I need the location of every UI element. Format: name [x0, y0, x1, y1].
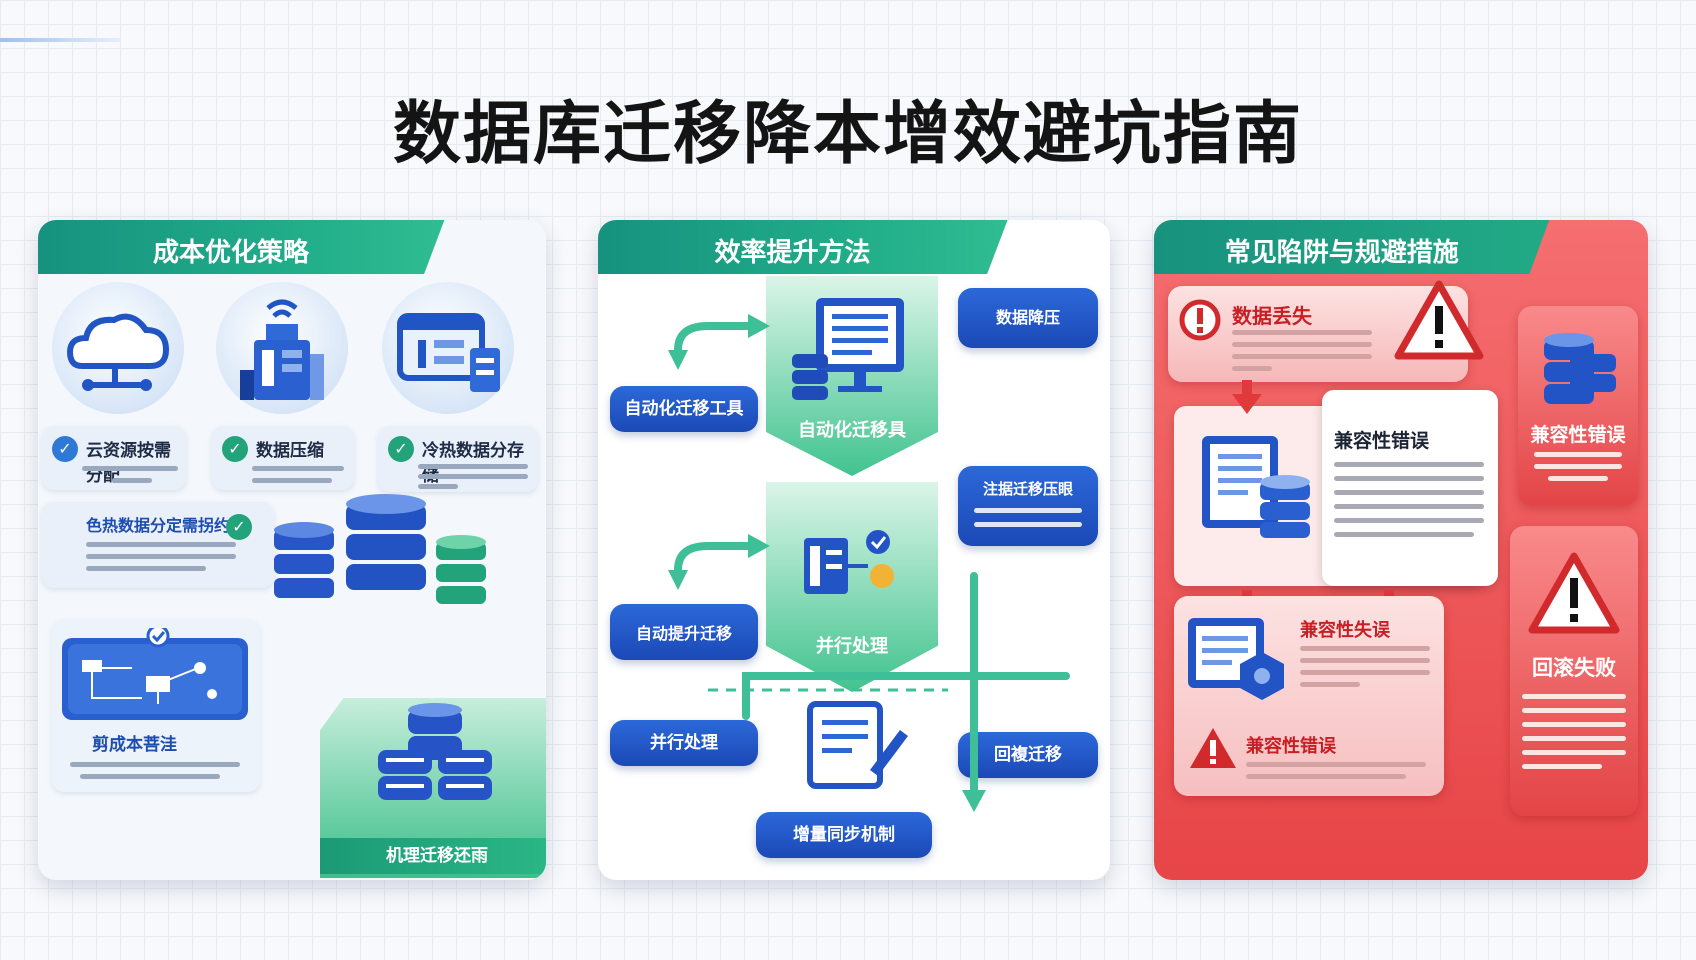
pitfalls-header-ribbon [1154, 220, 1550, 274]
warning-triangle-icon [1528, 552, 1620, 634]
pitfalls-header: 常见陷阱与规避措施 [1224, 238, 1459, 268]
page-title: 数据库迁移降本增效避坑指南 [392, 95, 1303, 174]
pitfalls-panel: 常见陷阱与规避措施 数据丢失 兼容性错误 [1154, 220, 1648, 880]
chevron-parallel [766, 482, 938, 692]
efficiency-panel: 效率提升方法 自动化迁移具 并行处理 自动化迁移工具 自动提升迁移 并行处理 数… [598, 220, 1110, 880]
auto-migration-pill: 自动提升迁移 [610, 604, 758, 660]
compat-fail-title: 兼容性失误 [1300, 620, 1390, 641]
cost-estimate-title: 剪成本菩洼 [92, 735, 177, 755]
cloud-icon [52, 282, 184, 414]
cloud-resource-card: ✓ 云资源按需分配 [42, 426, 186, 490]
parallel-processing-icon [804, 530, 894, 594]
rollback-fail-title: 回滚失败 [1532, 656, 1616, 680]
rollback-migration-pill: 回複迁移 [958, 732, 1098, 778]
check-icon: ✓ [388, 436, 414, 462]
chevron-automation-label: 自动化迁移具 [798, 420, 906, 441]
warning-triangle-icon [1394, 280, 1484, 360]
data-compression-label: 数据压缩 [256, 441, 324, 461]
check-icon: ✓ [52, 436, 78, 462]
compat-detail-card: 兼容性错误 [1322, 390, 1498, 586]
automation-tool-pill: 自动化迁移工具 [610, 386, 758, 432]
warning-small-icon [1190, 728, 1236, 768]
rollback-fail-tile: 回滚失败 [1510, 526, 1638, 816]
data-migration-pill: 注据迁移压眼 [958, 466, 1098, 546]
database-icon [1544, 333, 1616, 404]
efficiency-header: 效率提升方法 [714, 238, 871, 268]
hot-cold-strategy-title: 色热数据分定需拐约 [86, 516, 231, 535]
efficiency-header-ribbon [598, 220, 1008, 274]
cloud-resource-label: 云资源按需分配 [86, 441, 171, 486]
flow-arrows [668, 314, 1070, 812]
cost-optimization-panel: 成本优化策略 [38, 220, 546, 880]
document-icon [382, 282, 514, 414]
check-icon: ✓ [222, 436, 248, 462]
cold-hot-storage-card: ✓ 冷热数据分存储 [378, 426, 538, 492]
compat-detail-title: 兼容性错误 [1334, 430, 1430, 452]
pitfall-arrows [1232, 380, 1404, 620]
incremental-sync-pill: 增量同步机制 [756, 812, 932, 858]
server-icon [216, 282, 348, 414]
cost-header: 成本优化策略 [153, 238, 310, 268]
exclamation-circle-icon [1179, 299, 1221, 341]
cost-estimate-card: 剪成本菩洼 [52, 620, 260, 792]
data-compression-card: ✓ 数据压缩 [212, 426, 354, 490]
document-edit-icon [807, 701, 908, 789]
document-database-icon [1202, 436, 1310, 538]
compat-bottom-title: 兼容性错误 [1246, 736, 1336, 757]
cost-header-ribbon [38, 220, 445, 274]
compat-top-title: 兼容性错误 [1530, 424, 1626, 446]
data-loss-title: 数据丢失 [1232, 304, 1312, 328]
database-cluster-icon [274, 494, 486, 604]
parallel-pill: 并行处理 [610, 720, 758, 766]
chevron-parallel-label: 并行处理 [816, 636, 888, 657]
decorative-line [0, 38, 120, 42]
monitor-database-icon [792, 298, 904, 400]
network-diagram-icon [62, 628, 248, 720]
check-icon: ✓ [226, 514, 252, 540]
migration-label: 机理迁移还雨 [320, 838, 546, 874]
compat-fail-card: 兼容性失误 兼容性错误 [1174, 596, 1444, 796]
compat-top-tile: 兼容性错误 [1518, 306, 1638, 506]
database-stack-icon [378, 703, 492, 800]
data-reduction-pill: 数据降压 [958, 288, 1098, 348]
document-gear-icon [1188, 618, 1284, 700]
